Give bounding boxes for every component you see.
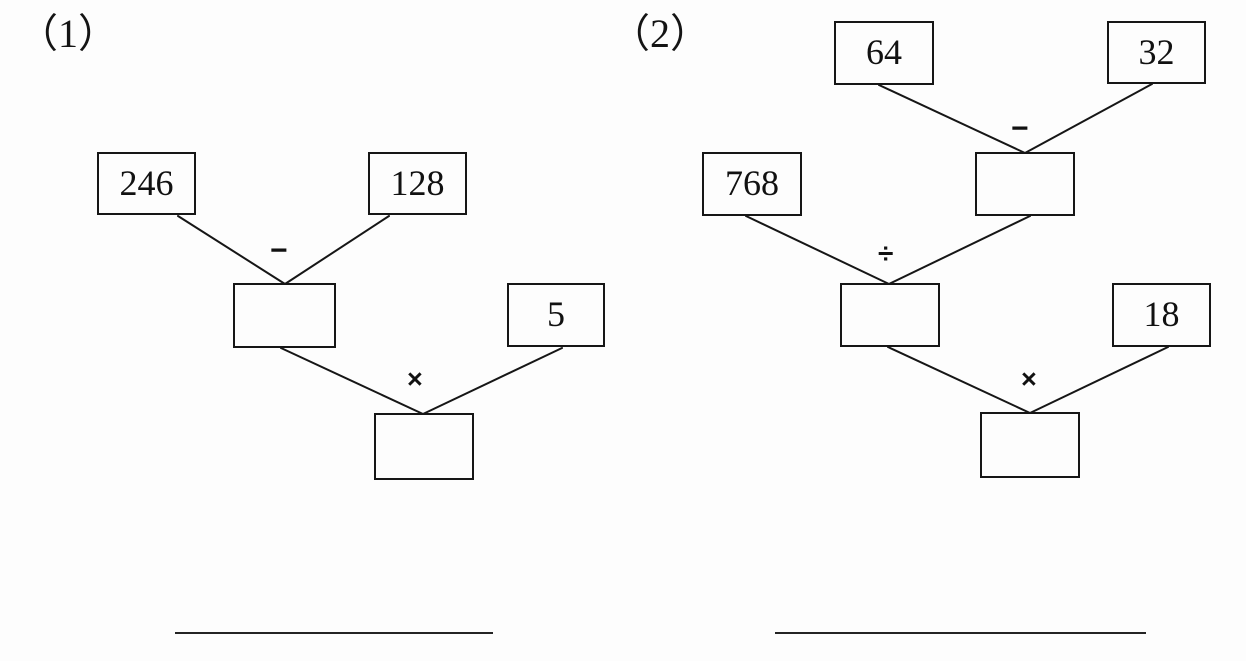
connector-div2-to-prod2 xyxy=(887,346,1031,414)
problem-1-operand-246-box[interactable]: 246 xyxy=(97,152,196,215)
problem-label-2: （2） xyxy=(610,11,710,56)
problem-1-operand-246-value: 246 xyxy=(119,162,174,203)
problem-1-result-final-box[interactable] xyxy=(374,413,474,480)
connector-768-to-div2 xyxy=(745,215,890,285)
problem-1-operand-5-value: 5 xyxy=(547,294,565,334)
problem-2-result-final-box[interactable] xyxy=(980,412,1080,478)
problem-1-answer-rule[interactable] xyxy=(175,632,493,634)
problem-2-operand-32-box[interactable]: 32 xyxy=(1107,21,1206,84)
problem-2-operand-18-value: 18 xyxy=(1143,294,1180,334)
problem-1-operand-128-value: 128 xyxy=(390,162,445,203)
problem-2-operand-64-box[interactable]: 64 xyxy=(834,21,934,85)
connector-5-to-prod1 xyxy=(422,347,563,415)
connector-246-to-sub1 xyxy=(177,215,286,285)
problem-2-operand-768-value: 768 xyxy=(725,163,779,203)
problem-2-operand-768-box[interactable]: 768 xyxy=(702,152,802,216)
connector-sub2-to-div2 xyxy=(888,215,1031,285)
connector-64-to-sub2 xyxy=(878,84,1026,154)
problem-1-operand-5-box[interactable]: 5 xyxy=(507,283,605,347)
connector-sub1-to-prod1 xyxy=(280,347,424,415)
connector-18-to-prod2 xyxy=(1029,346,1169,414)
problem-1-result-subtraction-box[interactable] xyxy=(233,283,336,348)
problem-2-operand-18-box[interactable]: 18 xyxy=(1112,283,1211,347)
problem-2-times-operator-icon: × xyxy=(1021,364,1037,394)
problem-2-minus-operator-icon: − xyxy=(1011,112,1029,145)
problem-2-result-subtraction-box[interactable] xyxy=(975,152,1075,216)
problem-2-operand-32-value: 32 xyxy=(1138,31,1175,72)
connector-32-to-sub2 xyxy=(1024,83,1153,154)
problem-2-result-division-box[interactable] xyxy=(840,283,940,347)
problem-2-divide-operator-icon: ÷ xyxy=(878,238,894,269)
problem-1-times-operator-icon: × xyxy=(407,364,423,394)
problem-2-answer-rule[interactable] xyxy=(775,632,1146,634)
problem-2-operand-64-value: 64 xyxy=(866,32,902,72)
problem-label-1: （1） xyxy=(18,11,118,56)
connector-128-to-sub1 xyxy=(284,215,390,285)
problem-1-minus-operator-icon: − xyxy=(270,234,288,267)
problem-1-operand-128-box[interactable]: 128 xyxy=(368,152,467,215)
